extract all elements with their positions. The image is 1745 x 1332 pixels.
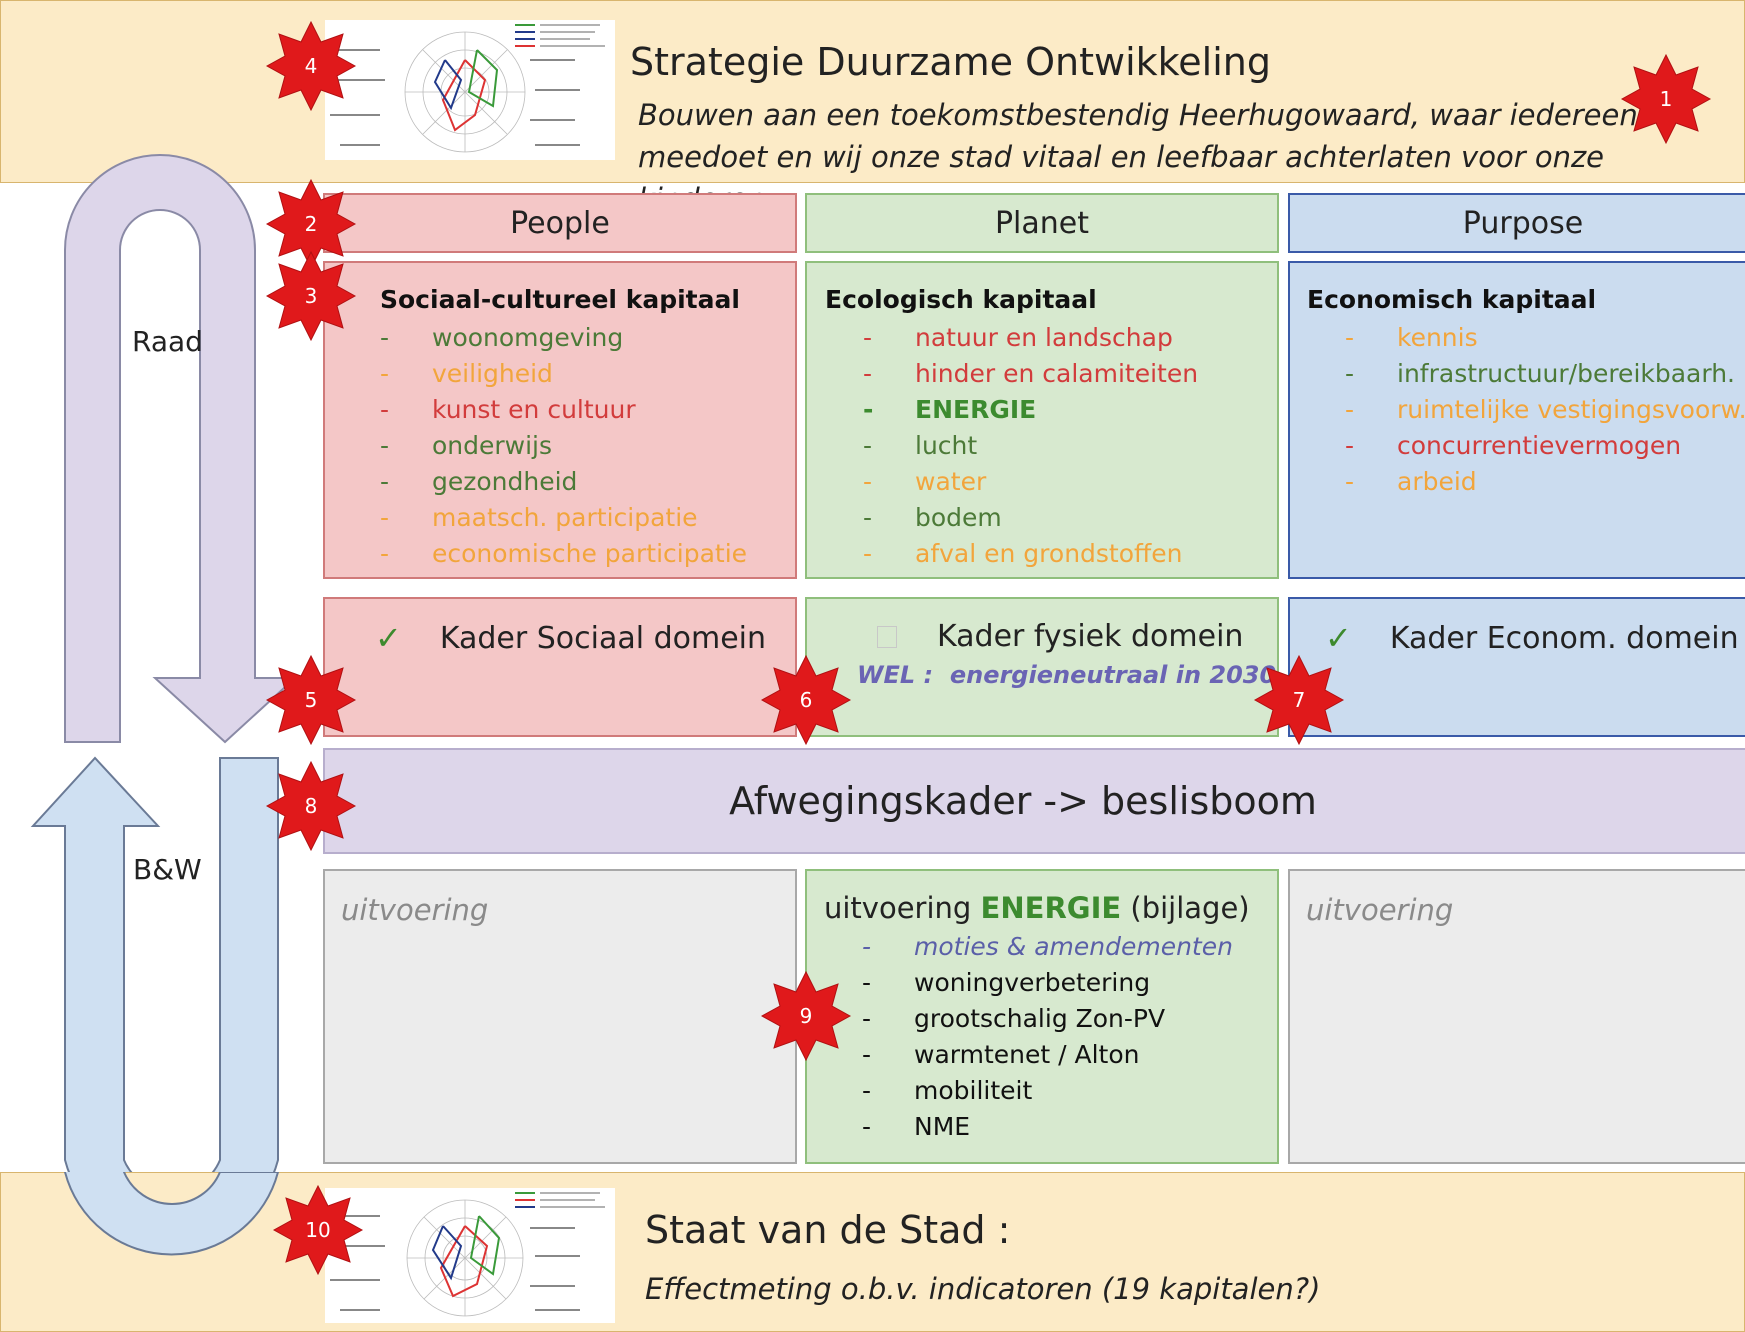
bw-label: B&W xyxy=(133,853,202,886)
badge-1: 1 xyxy=(1620,53,1712,145)
afweging-label: Afwegingskader -> beslisboom xyxy=(729,779,1317,823)
list-item: warmtenet / Alton xyxy=(862,1037,1277,1073)
list-item: woningverbetering xyxy=(862,965,1277,1001)
capital-title-people: Sociaal-cultureel kapitaal xyxy=(380,285,740,314)
capital-list-purpose: kennis infrastructuur/bereikbaarh. ruimt… xyxy=(1307,320,1745,500)
badge-number: 1 xyxy=(1660,87,1673,111)
list-item: moties & amendementen xyxy=(862,929,1277,965)
badge-number: 10 xyxy=(305,1218,330,1242)
radar-chart-thumbnail-bottom xyxy=(325,1188,615,1323)
list-item: gezondheid xyxy=(380,464,795,500)
list-item: NME xyxy=(862,1109,1277,1145)
list-item: veiligheid xyxy=(380,356,795,392)
kader-box-purpose: ✓ Kader Econom. domein xyxy=(1288,597,1745,737)
radar-chart-thumbnail-top xyxy=(325,20,615,160)
badge-5: 5 xyxy=(265,654,357,746)
kader-label-purpose: Kader Econom. domein xyxy=(1389,620,1739,656)
afweging-band: Afwegingskader -> beslisboom xyxy=(323,748,1745,854)
badge-10: 10 xyxy=(272,1184,364,1276)
header-purpose: Purpose xyxy=(1288,193,1745,253)
uitvoering-box-purpose: uitvoering xyxy=(1288,869,1745,1164)
list-item: economische participatie xyxy=(380,536,795,572)
list-item: afval en grondstoffen xyxy=(863,536,1277,572)
badge-number: 8 xyxy=(305,794,318,818)
list-item: concurrentievermogen xyxy=(1345,428,1745,464)
uitvoering-label-purpose: uitvoering xyxy=(1306,893,1454,927)
kader-box-people: ✓ Kader Sociaal domein xyxy=(323,597,797,737)
list-item: kunst en cultuur xyxy=(380,392,795,428)
badge-number: 3 xyxy=(305,284,318,308)
raad-label: Raad xyxy=(132,325,203,358)
capital-box-planet: Ecologisch kapitaal natuur en landschap … xyxy=(805,261,1279,579)
capital-title-purpose: Economisch kapitaal xyxy=(1307,285,1597,314)
raad-arrow xyxy=(64,154,298,744)
list-item: woonomgeving xyxy=(380,320,795,356)
list-item: onderwijs xyxy=(380,428,795,464)
badge-6: 6 xyxy=(760,654,852,746)
footer-title: Staat van de Stad : xyxy=(645,1208,1011,1252)
uitvoering-prefix: uitvoering xyxy=(824,891,981,925)
badge-9: 9 xyxy=(760,970,852,1062)
list-item: infrastructuur/bereikbaarh. xyxy=(1345,356,1745,392)
bw-arrow-overlay xyxy=(64,1172,280,1256)
list-item: ruimtelijke vestigingsvoorw. xyxy=(1345,392,1745,428)
list-item: grootschalig Zon-PV xyxy=(862,1001,1277,1037)
badge-2: 2 xyxy=(265,178,357,270)
badge-7: 7 xyxy=(1253,654,1345,746)
kader-label-people: Kader Sociaal domein xyxy=(439,620,767,656)
header-people: People xyxy=(323,193,797,253)
badge-3: 3 xyxy=(265,250,357,342)
badge-number: 2 xyxy=(305,212,318,236)
badge-number: 9 xyxy=(800,1004,813,1028)
uitvoering-title-planet: uitvoering ENERGIE (bijlage) xyxy=(824,891,1277,925)
capital-box-people: Sociaal-cultureel kapitaal woonomgeving … xyxy=(323,261,797,579)
capital-title-planet: Ecologisch kapitaal xyxy=(825,285,1097,314)
badge-number: 4 xyxy=(305,54,318,78)
list-item: hinder en calamiteiten xyxy=(863,356,1277,392)
list-item: arbeid xyxy=(1345,464,1745,500)
uitvoering-box-people: uitvoering xyxy=(323,869,797,1164)
page-title: Strategie Duurzame Ontwikkeling xyxy=(630,40,1271,84)
badge-number: 5 xyxy=(305,688,318,712)
list-item: ENERGIE xyxy=(863,392,1277,428)
list-item: bodem xyxy=(863,500,1277,536)
uitvoering-list-planet: moties & amendementen woningverbetering … xyxy=(824,929,1277,1145)
checkmark-icon: ✓ xyxy=(1325,619,1352,657)
list-item: maatsch. participatie xyxy=(380,500,795,536)
kader-label-planet: Kader fysiek domein xyxy=(937,619,1244,654)
capital-list-people: woonomgeving veiligheid kunst en cultuur… xyxy=(380,320,795,572)
list-item: water xyxy=(863,464,1277,500)
list-item: lucht xyxy=(863,428,1277,464)
header-planet: Planet xyxy=(805,193,1279,253)
uitvoering-highlight: ENERGIE xyxy=(980,891,1122,925)
list-item: mobiliteit xyxy=(862,1073,1277,1109)
uitvoering-box-planet: uitvoering ENERGIE (bijlage) moties & am… xyxy=(805,869,1279,1164)
badge-number: 6 xyxy=(800,688,813,712)
footer-subtitle: Effectmeting o.b.v. indicatoren (19 kapi… xyxy=(645,1272,1321,1306)
badge-4: 4 xyxy=(265,20,357,112)
capital-list-planet: natuur en landschap hinder en calamiteit… xyxy=(825,320,1277,572)
badge-8: 8 xyxy=(265,760,357,852)
empty-checkbox-icon xyxy=(877,625,897,648)
badge-number: 7 xyxy=(1293,688,1306,712)
list-item: kennis xyxy=(1345,320,1745,356)
uitvoering-suffix: (bijlage) xyxy=(1121,891,1250,925)
uitvoering-label-people: uitvoering xyxy=(341,893,489,927)
subtitle-line-1: Bouwen aan een toekomstbestendig Heerhug… xyxy=(638,98,1638,132)
kader-note-planet: WEL : energieneutraal in 2030 xyxy=(857,661,1277,689)
list-item: natuur en landschap xyxy=(863,320,1277,356)
subtitle-line-2: meedoet en wij onze stad vitaal en leefb… xyxy=(638,140,1605,216)
kader-box-planet: Kader fysiek domein WEL : energieneutraa… xyxy=(805,597,1279,737)
capital-box-purpose: Economisch kapitaal kennis infrastructuu… xyxy=(1288,261,1745,579)
checkmark-icon: ✓ xyxy=(375,619,402,657)
